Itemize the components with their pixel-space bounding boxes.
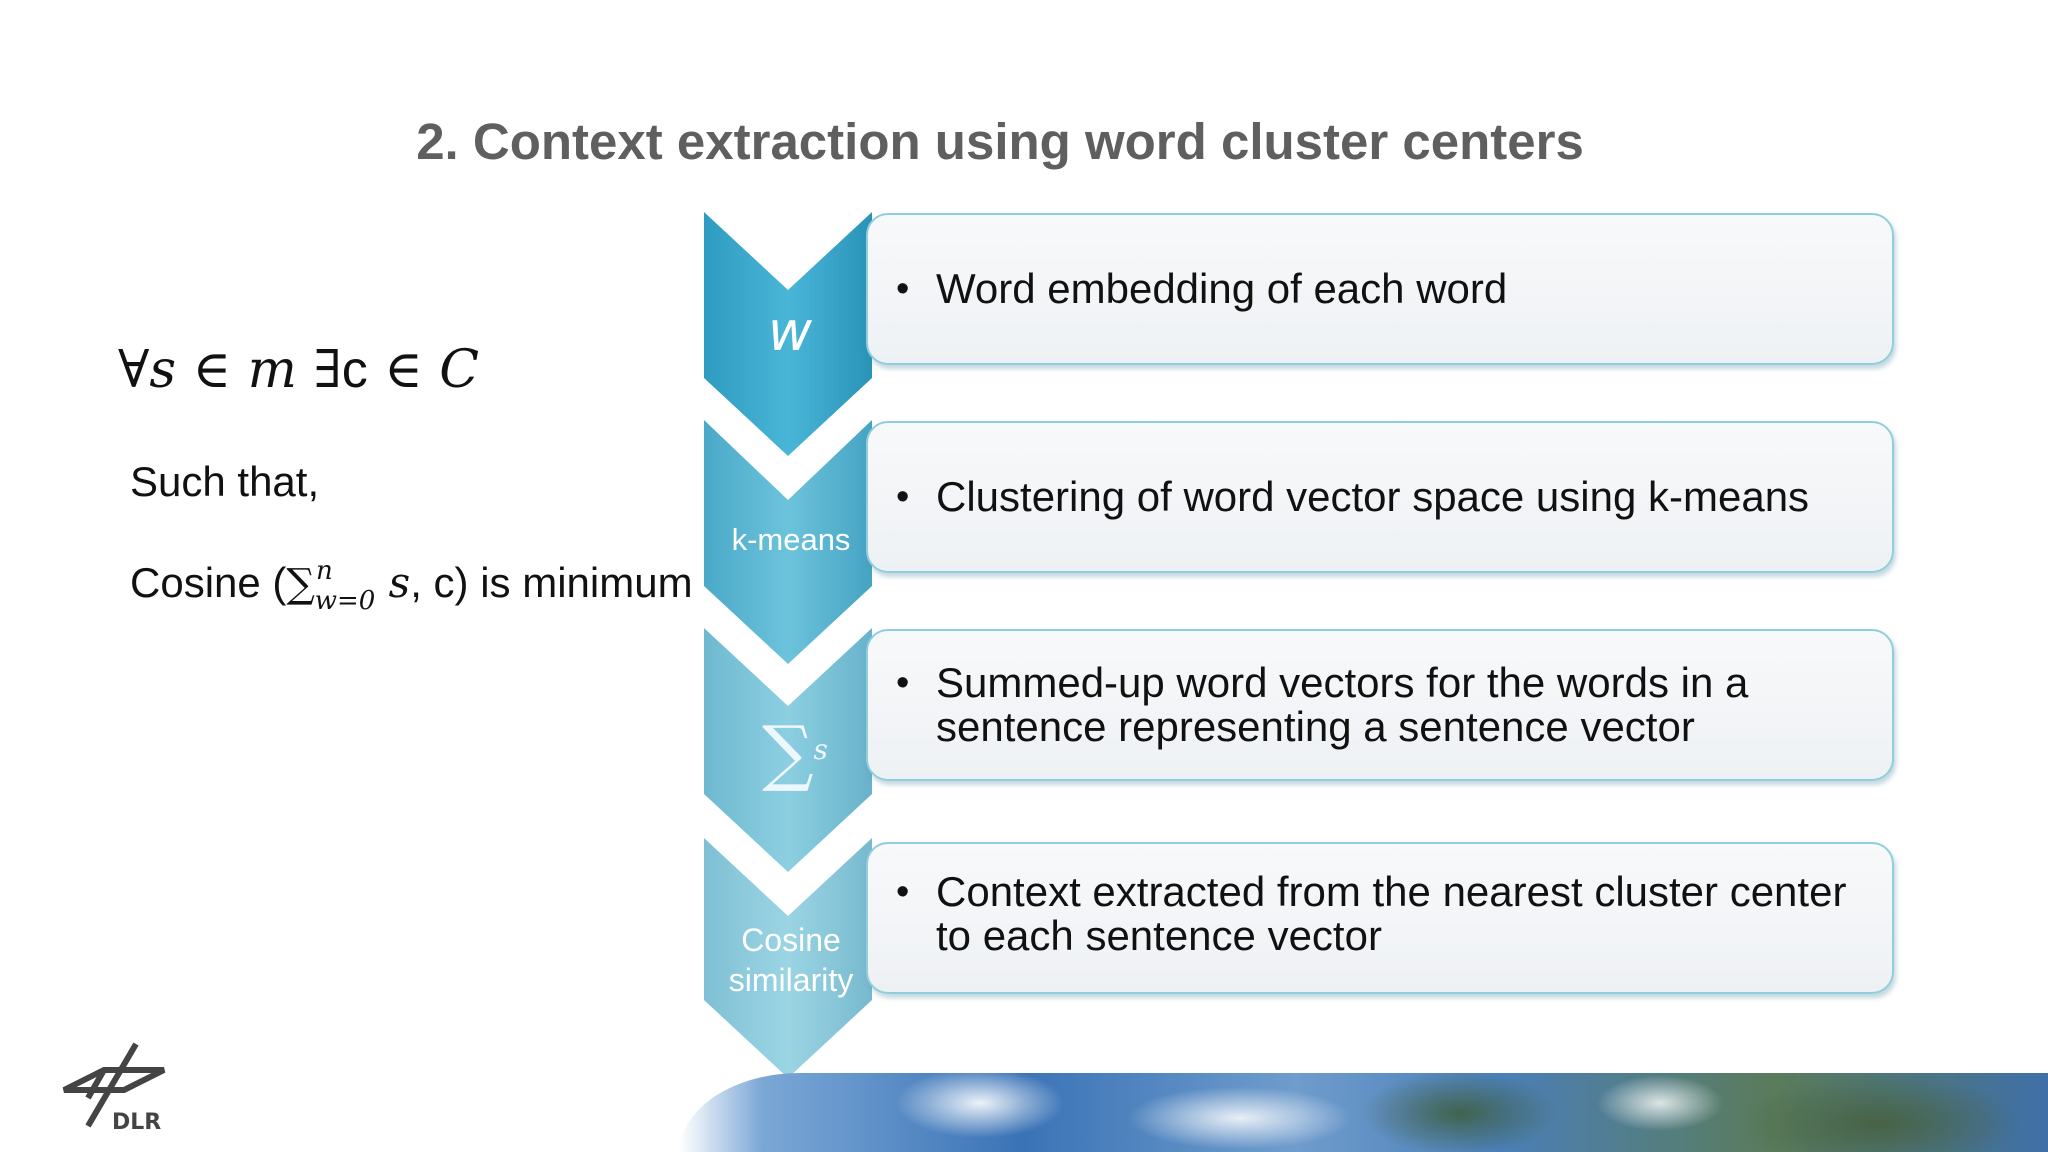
chevron-label-sum: ∑s: [762, 710, 828, 794]
math-formula: ∀s ∈ m ∃c ∈ C: [118, 340, 480, 400]
step-text-1: Word embedding of each word: [896, 267, 1872, 312]
chevron-label-kmeans: k-means: [731, 522, 851, 557]
chevron-label-w: w: [767, 300, 813, 363]
cosine-formula: Cosine (∑nw=0 s, c) is minimum: [130, 556, 693, 616]
dlr-logo-icon: [62, 1042, 166, 1128]
step-box-2: Clustering of word vector space using k-…: [866, 421, 1894, 573]
step-box-3: Summed-up word vectors for the words in …: [866, 629, 1894, 781]
step-box-1: Word embedding of each word: [866, 213, 1894, 365]
such-that-text: Such that,: [130, 458, 320, 505]
page-title: 2. Context extraction using word cluster…: [416, 113, 1584, 170]
chevron-label-cosine: Cosine similarity: [728, 922, 854, 998]
earth-banner-image: [680, 1073, 2048, 1152]
logo-text: DLR: [112, 1110, 162, 1135]
step-text-2: Clustering of word vector space using k-…: [896, 475, 1872, 520]
step-text-4: Context extracted from the nearest clust…: [896, 870, 1872, 958]
step-text-3: Summed-up word vectors for the words in …: [896, 661, 1872, 749]
step-box-4: Context extracted from the nearest clust…: [866, 842, 1894, 994]
